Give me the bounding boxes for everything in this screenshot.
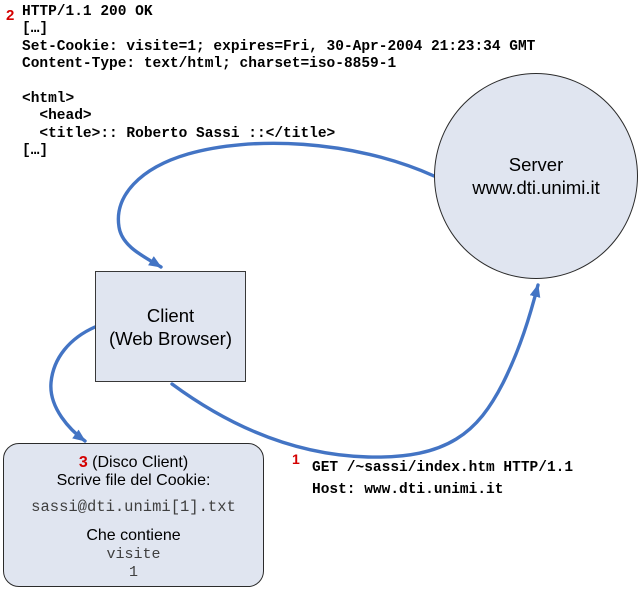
response-line: <html>: [22, 90, 75, 107]
request-line: Host: www.dti.unimi.it: [312, 482, 504, 498]
response-line: HTTP/1.1 200 OK: [22, 4, 153, 20]
http-request-code: GET /~sassi/index.htm HTTP/1.1 Host: www…: [312, 457, 573, 501]
response-line: [22, 74, 535, 91]
server-name: Server: [508, 154, 564, 175]
request-line: GET /~sassi/index.htm HTTP/1.1: [312, 460, 574, 476]
step-1-label: 1: [292, 451, 300, 467]
response-line: […]: [22, 21, 49, 38]
step-3-label: 3: [78, 454, 88, 471]
client-node: Client (Web Browser): [95, 271, 246, 382]
cookie-file-box: 3 (Disco Client) Scrive file del Cookie:…: [3, 443, 264, 587]
server-host: www.dti.unimi.it: [472, 177, 600, 198]
cookie-value: 1: [128, 564, 138, 581]
client-detail: (Web Browser): [108, 327, 232, 349]
response-line: Set-Cookie: visite=1; expires=Fri, 30-Ap…: [22, 38, 536, 55]
arrow-client-writes-cookie: [49, 325, 97, 443]
server-node: Server www.dti.unimi.it: [434, 73, 638, 279]
disk-subtitle: Scrive file del Cookie:: [56, 472, 211, 489]
arrow-request-client-to-server: [170, 283, 541, 459]
disk-contains-label: Che contiene: [86, 527, 181, 544]
disk-title-row: 3 (Disco Client): [4, 454, 263, 472]
http-response-code: HTTP/1.1 200 OK […] Set-Cookie: visite=1…: [22, 4, 535, 161]
response-line: <title>:: Roberto Sassi ::</title>: [22, 125, 336, 142]
arrow-response-server-to-client: [116, 141, 436, 269]
response-line: <head>: [22, 108, 92, 125]
step-2-label: 2: [6, 7, 15, 24]
response-line: […]: [22, 143, 49, 160]
response-line: Content-Type: text/html; charset=iso-885…: [22, 56, 397, 73]
cookie-filename: sassi@dti.unimi[1].txt: [31, 498, 236, 516]
cookie-name: visite: [106, 546, 161, 563]
client-name: Client: [146, 304, 195, 326]
disk-title-text: (Disco Client): [92, 454, 189, 471]
